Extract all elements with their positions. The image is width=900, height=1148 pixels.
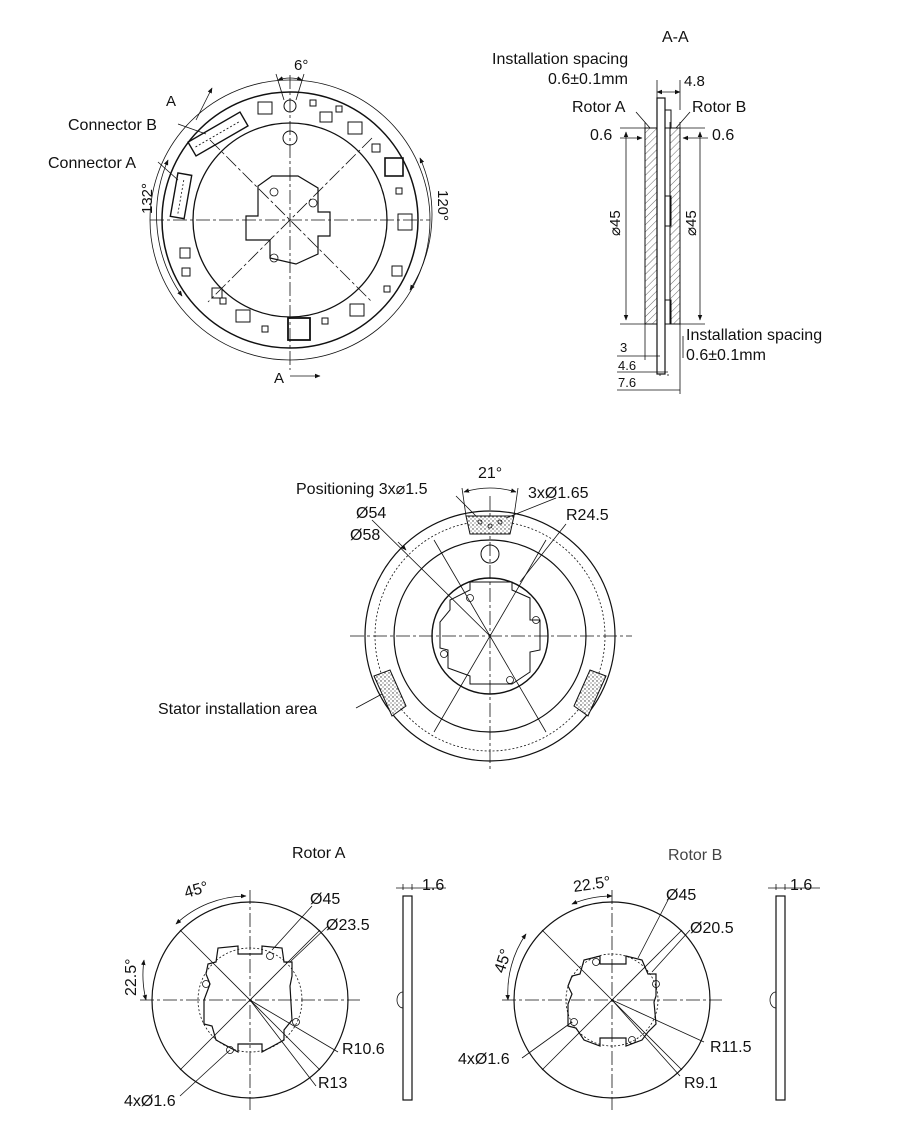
- rotor-a-label: Rotor A: [572, 99, 626, 116]
- rotor-b-holes: 4xØ1.6: [458, 1051, 510, 1068]
- section-mark-top: A: [166, 93, 176, 110]
- rotor-a-title: Rotor A: [292, 845, 346, 862]
- rotor-a-r-inner: R10.6: [342, 1041, 385, 1058]
- stator-holes-label: 3xØ1.65: [528, 485, 589, 502]
- section-title: A-A: [662, 29, 689, 46]
- section-mark-bottom: A: [274, 370, 284, 387]
- dia-right-label: ⌀45: [683, 210, 700, 236]
- dia-left-label: ⌀45: [607, 210, 624, 236]
- angle-6-label: 6°: [294, 57, 308, 74]
- rotor-b-dia-outer: Ø45: [666, 887, 696, 904]
- angle-120-label: 120°: [434, 190, 451, 221]
- dim-3-label: 3: [620, 340, 627, 355]
- gap-right-label: 0.6: [712, 127, 734, 144]
- rotor-a-holes: 4xØ1.6: [124, 1093, 176, 1110]
- connector-a-label: Connector A: [48, 155, 136, 172]
- gap-left-label: 0.6: [590, 127, 612, 144]
- stator-area-label: Stator installation area: [158, 701, 317, 718]
- connector-b-label: Connector B: [68, 117, 157, 134]
- stator-angle-label: 21°: [478, 465, 502, 482]
- dia-58-label: Ø58: [350, 527, 380, 544]
- rotor-a-view: [140, 884, 446, 1110]
- rotor-b-r-inner: R9.1: [684, 1075, 718, 1092]
- rotor-a-angle-45: 45°: [182, 879, 210, 902]
- spacing-bottom-label: Installation spacing: [686, 327, 822, 344]
- positioning-label: Positioning 3x⌀1.5: [296, 481, 428, 498]
- spacing-top-value: 0.6±0.1mm: [548, 71, 628, 88]
- rotor-b-title: Rotor B: [668, 847, 722, 864]
- rotor-b-label: Rotor B: [692, 99, 746, 116]
- rotor-b-dia-inner: Ø20.5: [690, 920, 734, 937]
- rotor-a-dia-inner: Ø23.5: [326, 917, 370, 934]
- spacing-bottom-value: 0.6±0.1mm: [686, 347, 766, 364]
- rotor-a-thickness: 1.6: [422, 877, 444, 894]
- rotor-a-r-outer: R13: [318, 1075, 347, 1092]
- rotor-b-angle-45: 45°: [492, 947, 516, 975]
- rotor-b-angle-225: 22.5°: [572, 874, 612, 896]
- dim-46-label: 4.6: [618, 358, 636, 373]
- dim-76-label: 7.6: [618, 375, 636, 390]
- dia-54-label: Ø54: [356, 505, 386, 522]
- pcb-view: [149, 73, 433, 379]
- spacing-top-label: Installation spacing: [492, 51, 628, 68]
- rotor-b-view: [502, 884, 820, 1110]
- stator-view: [350, 487, 632, 770]
- rotor-a-dia-outer: Ø45: [310, 891, 340, 908]
- radius-label: R24.5: [566, 507, 609, 524]
- rotor-a-angle-225: 22.5°: [123, 958, 140, 996]
- rotor-b-thickness: 1.6: [790, 877, 812, 894]
- section-view: [617, 80, 708, 394]
- angle-132-label: 132°: [139, 183, 156, 214]
- thickness-label: 4.8: [684, 73, 705, 90]
- rotor-b-r-outer: R11.5: [710, 1039, 752, 1056]
